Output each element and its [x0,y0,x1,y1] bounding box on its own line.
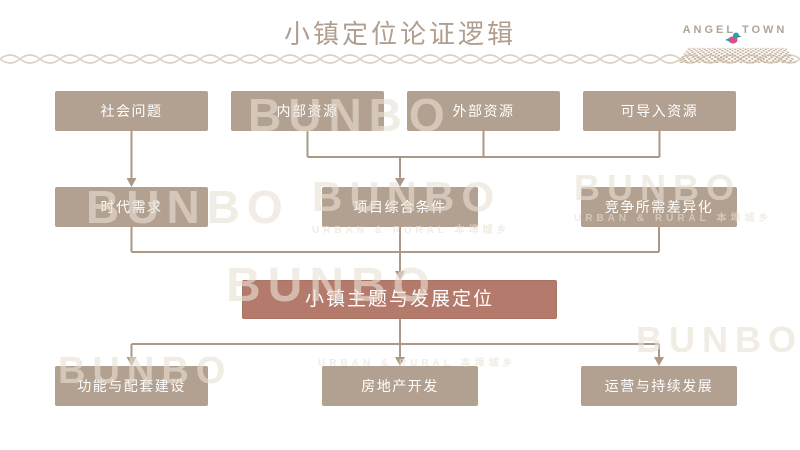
arrowhead-icon [395,357,405,366]
wavy-divider [0,54,800,64]
flow-node-competition-differentiation: 竞争所需差异化 [581,187,737,227]
arrowhead-icon [126,178,137,187]
flow-node-operation: 运营与持续发展 [581,366,737,406]
flow-node-real-estate: 房地产开发 [322,366,478,406]
flow-node-project-conditions: 项目综合条件 [322,187,478,227]
flow-node-external-resources: 外部资源 [407,91,560,131]
flow-node-era-demand: 时代需求 [55,187,208,227]
arrowhead-icon [395,178,405,187]
page-title: 小镇定位论证逻辑 [283,19,516,49]
flow-node-theme-positioning: 小镇主题与发展定位 [242,280,557,319]
flow-node-function-construction: 功能与配套建设 [55,366,208,406]
flow-node-social-problems: 社会问题 [55,91,208,131]
arrowhead-icon [126,357,137,366]
arrowhead-icon [395,271,405,280]
flow-node-internal-resources: 内部资源 [231,91,384,131]
arrowhead-icon [654,357,664,366]
wave-line-2 [0,54,800,64]
flow-node-importable-resources: 可导入资源 [583,91,736,131]
angel-town-logo: ANGEL TOWN [682,24,788,36]
bird-icon [725,32,742,44]
